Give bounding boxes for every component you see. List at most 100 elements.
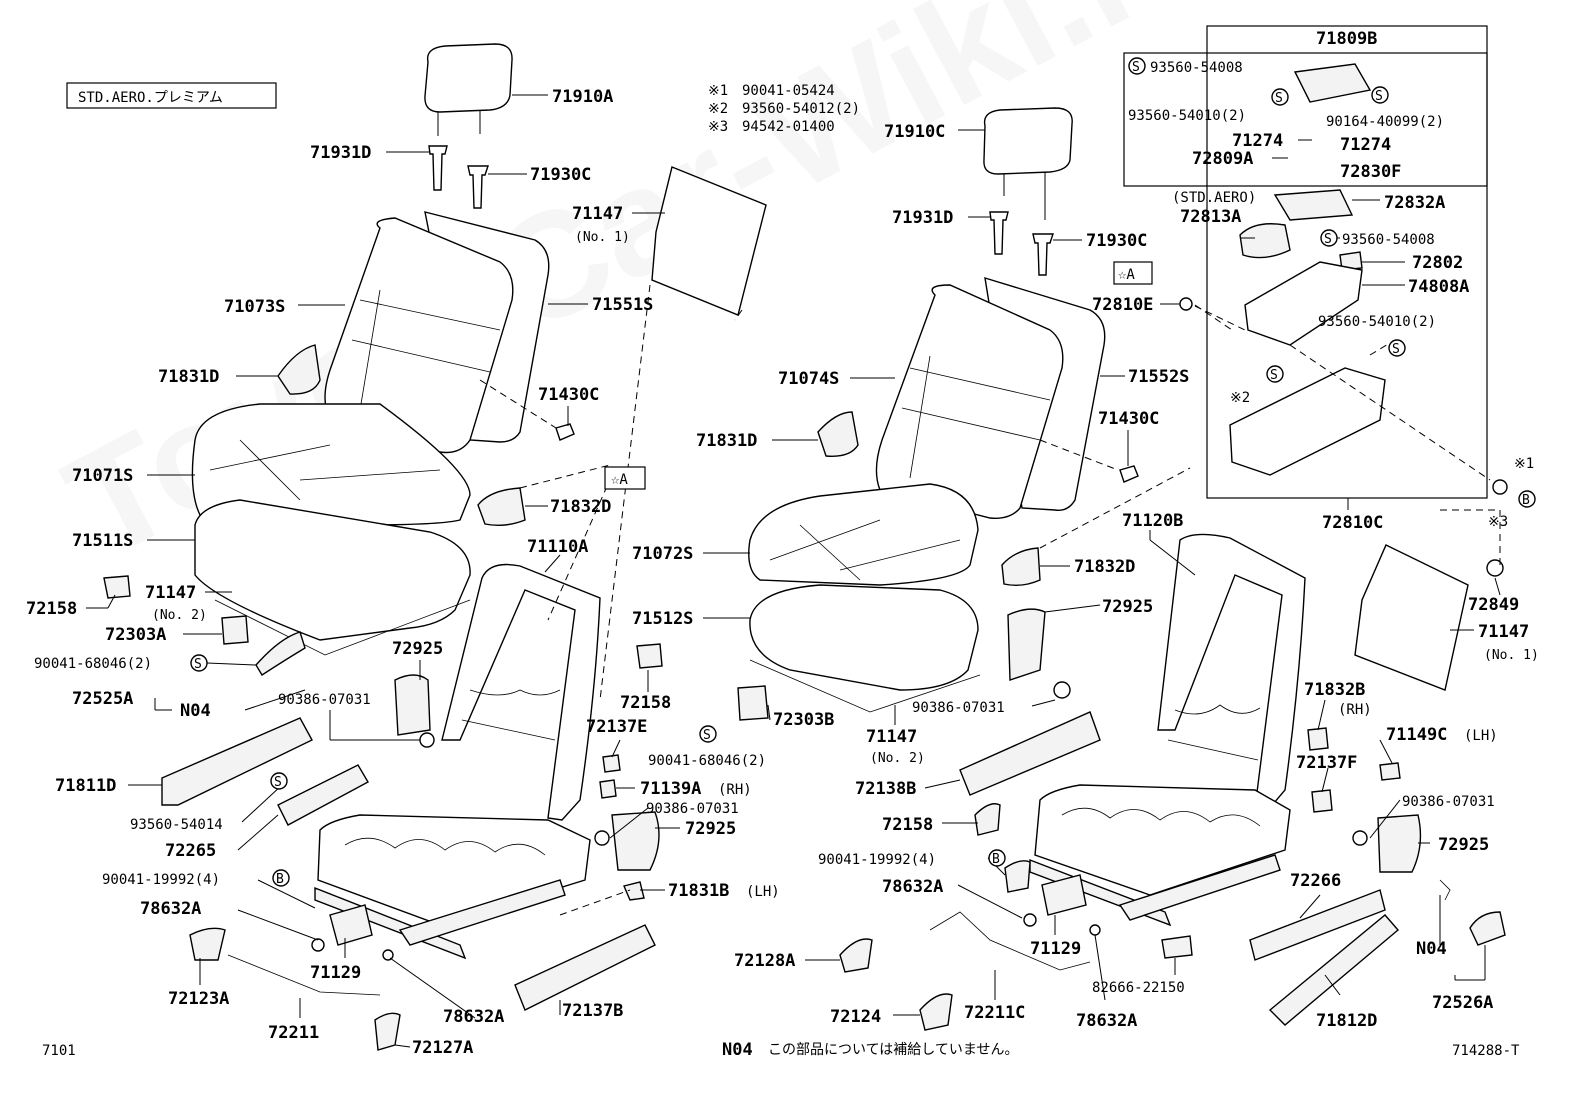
label-72810E: 72810E: [1092, 295, 1153, 315]
side-shield-71831D-right: [817, 411, 859, 457]
label-no1-left: (No. 1): [575, 230, 630, 245]
clip-72158-left-a: [103, 575, 131, 599]
cover-71832D-right: [1001, 547, 1041, 587]
cushion-cover-71072S: [748, 483, 979, 586]
footer-note-text: この部品については補給していません。: [768, 1042, 1018, 1058]
clip-82666: [1161, 935, 1193, 959]
footer: 7101 N04 この部品については補給していません。 714288-T: [42, 1040, 1520, 1060]
label-71073S: 71073S: [224, 297, 285, 317]
label-72526A: 72526A: [1432, 993, 1493, 1013]
label-71147-no1-left: 71147: [572, 204, 623, 224]
label-90041-19992-right: 90041-19992(4): [818, 852, 936, 868]
label-90386-left-b: 90386-07031: [646, 801, 739, 817]
lever-72525A: [255, 631, 306, 676]
label-71120B: 71120B: [1122, 511, 1183, 531]
variant-label: STD.AERO.プレミアム: [78, 90, 223, 106]
label-71071S: 71071S: [72, 466, 133, 486]
label-71072S: 71072S: [632, 544, 693, 564]
cup-holder-72813A: [1239, 223, 1291, 259]
nut-90386-right-a: [1053, 681, 1071, 699]
note-3-mark: ※3: [708, 119, 728, 135]
label-72303A: 72303A: [105, 625, 166, 645]
svg-text:S: S: [274, 775, 282, 790]
label-72137B: 72137B: [562, 1001, 623, 1021]
label-72127A: 72127A: [412, 1038, 473, 1058]
note-2-part: 93560-54012(2): [742, 101, 860, 117]
clip-72303B: [737, 685, 769, 721]
seatback-front-71074S: [875, 284, 1064, 519]
label-72810C: 72810C: [1322, 513, 1383, 533]
variant-label-box: [66, 82, 277, 109]
svg-text:S: S: [1270, 368, 1278, 383]
label-box-71274-a: 71274: [1232, 131, 1283, 151]
label-72525A: 72525A: [72, 689, 133, 709]
label-71809B: 71809B: [1316, 29, 1377, 49]
label-71430C-left: 71430C: [538, 385, 599, 405]
label-71931D-right: 71931D: [892, 208, 953, 228]
clip-72802: [1339, 251, 1363, 271]
nut-90386-left-b: [594, 830, 610, 846]
label-72266: 72266: [1290, 871, 1341, 891]
bolt-71931D-left: [428, 145, 448, 191]
shield-71811D: [161, 717, 313, 806]
label-72211C: 72211C: [964, 1003, 1025, 1023]
bracket-71149C: [1379, 762, 1401, 781]
bracket-71831B: [623, 881, 645, 901]
svg-text:S: S: [1275, 91, 1283, 106]
label-90041-68046-right: 90041-68046(2): [648, 753, 766, 769]
label-72211: 72211: [268, 1023, 319, 1043]
footer-right-code: 714288-T: [1452, 1043, 1520, 1059]
label-90386-right-a: 90386-07031: [912, 700, 1005, 716]
bracket-71139A: [599, 779, 617, 799]
label-box-72802: 72802: [1412, 253, 1463, 273]
label-72123A: 72123A: [168, 989, 229, 1009]
label-71139A-rh: (RH): [718, 782, 752, 798]
svg-text:S: S: [703, 728, 711, 743]
svg-text:S: S: [1375, 89, 1383, 104]
label-78632A-left-b: 78632A: [443, 1007, 504, 1027]
label-71551S: 71551S: [592, 295, 653, 315]
harness-71129-left: [329, 904, 373, 946]
label-star-A-right: ☆A: [1118, 267, 1135, 283]
clip-72158-left-b: [636, 643, 663, 669]
clip-72158-right: [974, 803, 1001, 836]
note-1-part: 90041-05424: [742, 83, 835, 99]
label-71831D-right: 71831D: [696, 431, 757, 451]
bracket-90041-right: [1004, 860, 1031, 893]
left-seat-group: [103, 43, 767, 1051]
console-outer-box: [1206, 25, 1488, 499]
cover-72925-left-b: [611, 811, 660, 871]
lid-pad: [1293, 63, 1372, 103]
nut-90386-right-b: [1352, 830, 1368, 846]
ref-box-A-left: [604, 466, 646, 490]
label-box-72830F: 72830F: [1340, 162, 1401, 182]
label-box-x2: ※2: [1230, 390, 1250, 406]
label-71811D: 71811D: [55, 776, 116, 796]
label-72303B: 72303B: [773, 710, 834, 730]
label-82666-22150: 82666-22150: [1092, 980, 1185, 996]
seat-rail-left-b: [398, 879, 566, 946]
bolt-71931D-right: [989, 211, 1009, 255]
label-72925-right-b: 72925: [1438, 835, 1489, 855]
cover-72123A: [189, 927, 226, 961]
label-72849: 72849: [1468, 595, 1519, 615]
label-78632A-left-a: 78632A: [140, 899, 201, 919]
label-90386-left-a: 90386-07031: [278, 692, 371, 708]
label-71129-left: 71129: [310, 963, 361, 983]
console-inner-box: [1123, 52, 1488, 187]
label-box-93560-54010: 93560-54010(2): [1128, 108, 1246, 124]
headrest-right: [983, 107, 1073, 175]
cushion-cover-71071S: [191, 403, 471, 526]
shield-71812D: [1268, 914, 1399, 1026]
cover-72127A: [374, 1012, 401, 1051]
label-box-93560-54008-a: 93560-54008: [1150, 60, 1243, 76]
cover-72124: [919, 993, 953, 1031]
seatback-frame-71120B: [1157, 533, 1306, 811]
label-72137F: 72137F: [1296, 753, 1357, 773]
label-71832B: 71832B: [1304, 680, 1365, 700]
svg-text:S: S: [1132, 60, 1140, 75]
cover-72925-right-a: [1007, 608, 1046, 681]
label-72158-left-a: 72158: [26, 599, 77, 619]
notes-legend: ※1 90041-05424 ※2 93560-54012(2) ※3 9454…: [708, 83, 860, 135]
rod-72211: [227, 954, 381, 996]
